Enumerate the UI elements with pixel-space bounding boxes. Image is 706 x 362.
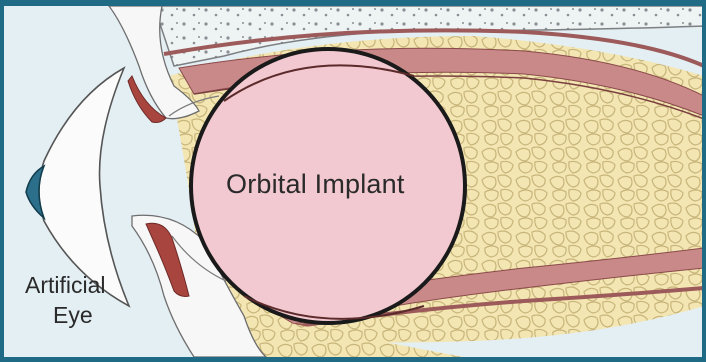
artificial-eye-label-line2: Eye: [53, 302, 93, 329]
artificial-eye-shell: [39, 68, 129, 306]
implant-label: Orbital Implant: [226, 169, 405, 200]
artificial-eye-label-line1: Artificial: [25, 272, 106, 299]
